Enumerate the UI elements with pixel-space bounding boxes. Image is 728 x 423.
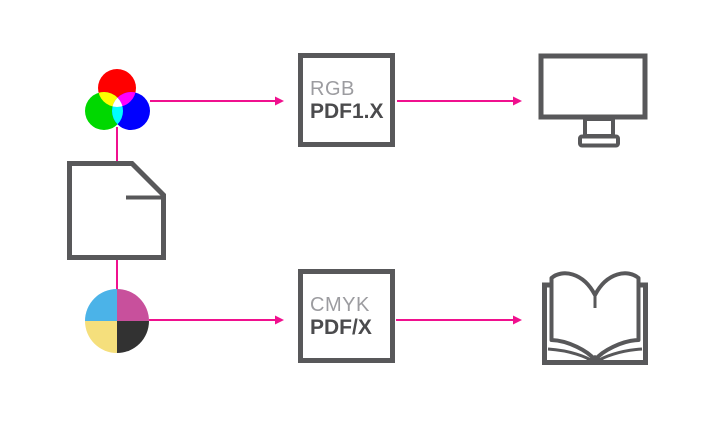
cmyk-black-quadrant	[117, 321, 149, 353]
cmyk-pdf-box: CMYK PDF/X	[298, 269, 395, 363]
cmyk-magenta-quadrant	[117, 289, 149, 321]
cmyk-yellow-quadrant	[85, 321, 117, 353]
cmyk-cyan-quadrant	[85, 289, 117, 321]
rgb-box-standard-label: PDF1.X	[310, 99, 384, 123]
rgb-yellow-overlap	[98, 92, 123, 107]
document-outline	[67, 161, 166, 260]
arrow-rgb-to-box-head	[275, 96, 284, 106]
rgb-pdf-box: RGB PDF1.X	[298, 53, 395, 147]
rgb-magenta-overlap	[112, 92, 136, 107]
cmyk-box-standard-label: PDF/X	[310, 315, 372, 339]
cmyk-wheel-icon	[85, 289, 149, 353]
monitor-screen	[538, 53, 648, 120]
arrow-box-to-monitor-head	[513, 96, 522, 106]
rgb-additive-circles-icon	[85, 69, 150, 130]
monitor-stand	[583, 117, 615, 138]
arrow-cmyk-to-box-head	[275, 315, 284, 325]
rgb-box-format-label: RGB	[310, 77, 355, 100]
book-pages	[549, 271, 641, 362]
monitor-icon	[538, 53, 648, 148]
cmyk-box-format-label: CMYK	[310, 293, 370, 316]
book-icon	[542, 271, 648, 365]
document-icon	[67, 161, 166, 260]
arrow-box-to-book-head	[513, 315, 522, 325]
book-center-fold	[582, 355, 608, 363]
